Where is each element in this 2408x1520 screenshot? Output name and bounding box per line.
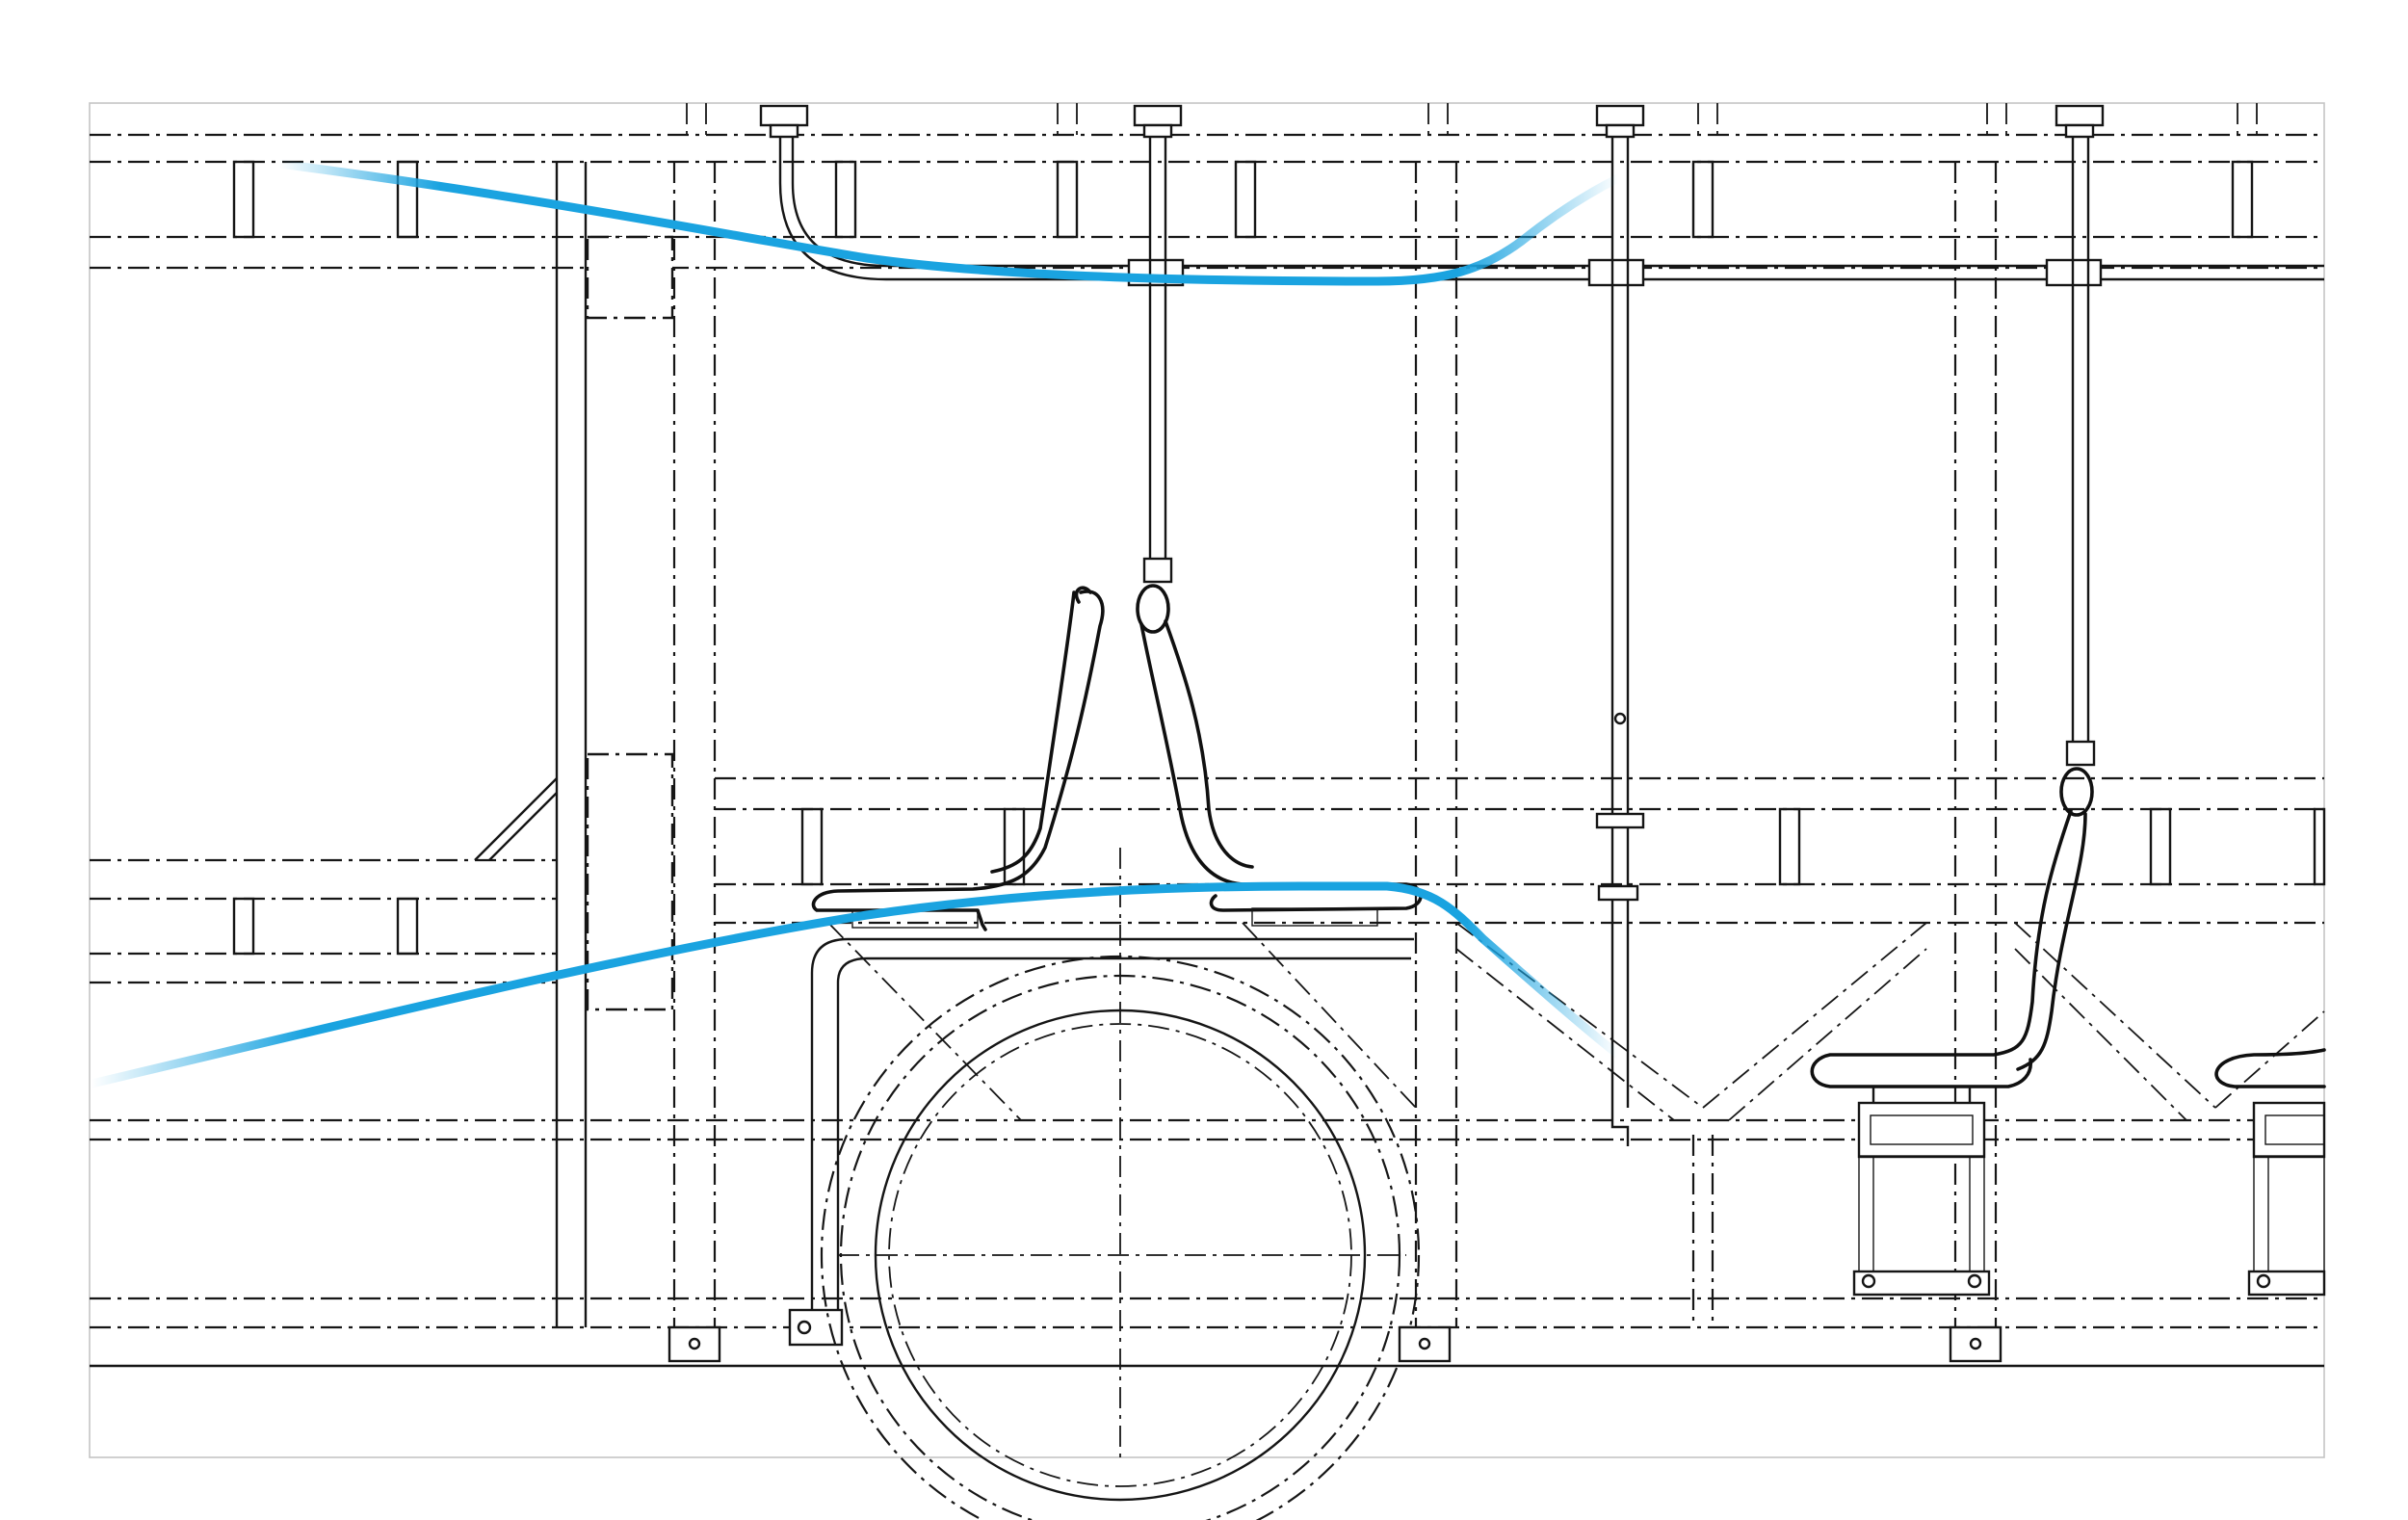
pillar-2 [672, 162, 717, 1327]
pillar-3 [1414, 162, 1458, 1327]
belt-rail [715, 776, 2324, 925]
side-rail-left [90, 777, 558, 984]
pillar-5 [1691, 1135, 1714, 1327]
roof-mount-caps [759, 104, 2105, 139]
highlight-stroke-upper [275, 159, 1623, 286]
roof-rib-stubs [686, 103, 2258, 135]
hanger-rod-2 [1595, 137, 1645, 1146]
roof-rail-lower [90, 235, 2324, 270]
wheel [820, 848, 1421, 1520]
hanger-rod-1 [1148, 137, 1167, 559]
highlight-stroke-lower [87, 881, 1623, 1088]
seat-rear-2 [2214, 1048, 2326, 1297]
pillar-1 [555, 162, 588, 1327]
wheel-arch [788, 937, 1414, 1347]
seat-pair-front [811, 586, 1423, 931]
roof-rail-upper [90, 133, 2324, 164]
belt-rail-brackets [800, 807, 2326, 886]
roof-rail-brackets [232, 160, 2254, 239]
chassis-diagonal-bracing [827, 922, 2325, 1121]
mounting-bolt-icon [667, 1325, 2002, 1363]
grab-rail [778, 125, 2324, 281]
hanger-rod-3 [2071, 137, 2090, 742]
seat-rear-1 [1810, 809, 2087, 1297]
grab-handle-icon [1136, 557, 2096, 817]
